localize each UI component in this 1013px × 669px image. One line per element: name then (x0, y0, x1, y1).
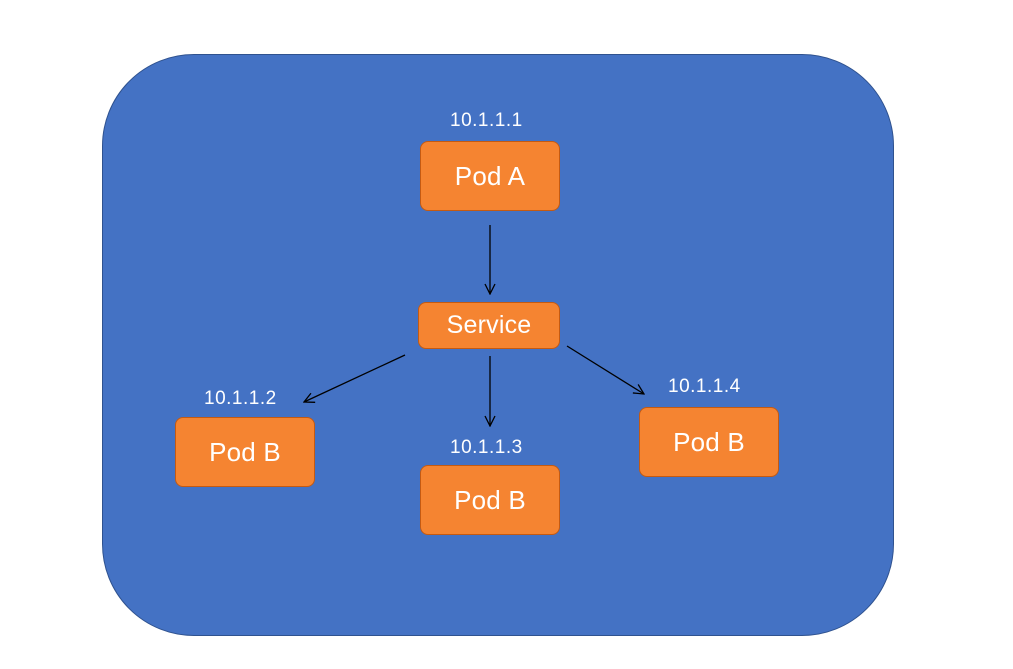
service-label: Service (446, 311, 532, 339)
pod-b-center-label: Pod B (454, 484, 526, 515)
pod-a-node[interactable]: Pod A (420, 141, 560, 211)
pod-b-right-label: Pod B (673, 426, 745, 457)
pod-b-left-label: Pod B (209, 436, 281, 467)
pod-b-right-ip-label: 10.1.1.4 (668, 376, 741, 397)
pod-b-center-ip-label: 10.1.1.3 (450, 437, 523, 458)
pod-b-center-node[interactable]: Pod B (420, 465, 560, 535)
pod-b-right-node[interactable]: Pod B (639, 407, 779, 477)
pod-b-left-node[interactable]: Pod B (175, 417, 315, 487)
pod-a-label: Pod A (454, 160, 526, 191)
service-node[interactable]: Service (418, 302, 560, 349)
pod-a-ip-label: 10.1.1.1 (450, 110, 523, 131)
pod-b-left-ip-label: 10.1.1.2 (204, 388, 277, 409)
